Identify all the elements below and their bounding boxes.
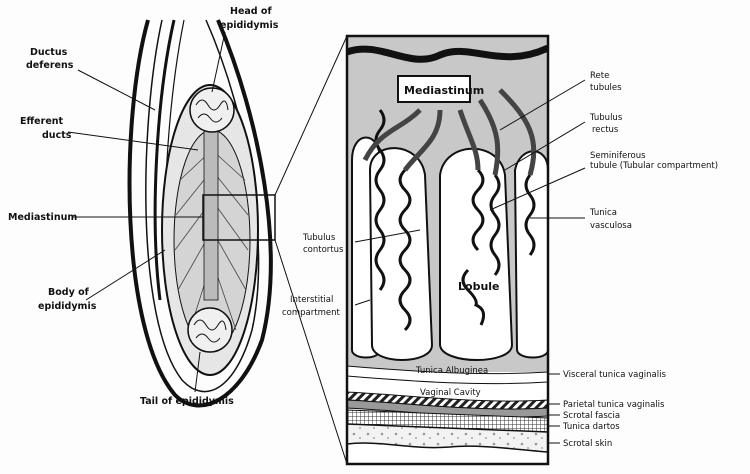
label-body-of-epididymis-1: Body of [48,287,90,298]
label-rete-tubules-2: tubules [590,83,622,93]
label-ductus-deferens-1: Ductus [30,47,68,58]
labels: Ductus deferens Head of epididymis Effer… [8,6,718,449]
label-tunica-vasculosa-1: Tunica [589,208,617,218]
label-efferent-ducts-2: ducts [42,130,72,141]
inset-detail [347,36,548,464]
label-rete-tubules-1: Rete [590,71,609,81]
label-tubulus-contortus-1: Tubulus [302,233,336,243]
label-tubulus-rectus-1: Tubulus [589,113,623,123]
mediastinum-box [397,75,471,103]
label-tail-of-epididymis: Tail of epididymis [140,396,234,407]
label-tunica-dartos: Tunica dartos [562,422,620,432]
label-visceral-tunica-vaginalis: Visceral tunica vaginalis [563,370,666,380]
inset-frame [345,34,550,466]
label-mediastinum-inset: Mediastinum [404,84,484,97]
label-seminiferous-tubule-1: Seminiferous [590,151,646,161]
label-tunica-albuginea: Tunica Albuginea [415,366,488,376]
label-tunica-vasculosa-2: vasculosa [590,221,632,231]
label-interstitial-compartment-1: Interstitial [290,295,333,305]
label-head-of-epididymis-1: Head of [230,6,272,17]
label-ductus-deferens-2: deferens [26,60,74,71]
label-body-of-epididymis-2: epididymis [38,301,97,312]
label-scrotal-fascia: Scrotal fascia [563,411,620,421]
label-seminiferous-tubule-2: tubule (Tubular compartment) [590,161,718,171]
label-mediastinum: Mediastinum [8,212,77,223]
label-lobule: Lobule [458,280,500,293]
label-vaginal-cavity: Vaginal Cavity [420,388,481,398]
label-scrotal-skin: Scrotal skin [563,439,612,449]
label-interstitial-compartment-2: compartment [282,308,340,318]
label-tubulus-rectus-2: rectus [592,125,619,135]
label-head-of-epididymis-2: epididymis [220,20,279,31]
label-parietal-tunica-vaginalis: Parietal tunica vaginalis [563,400,665,410]
label-tubulus-contortus-2: contortus [303,245,344,255]
testis-overview [67,19,348,465]
label-efferent-ducts-1: Efferent [20,116,64,127]
